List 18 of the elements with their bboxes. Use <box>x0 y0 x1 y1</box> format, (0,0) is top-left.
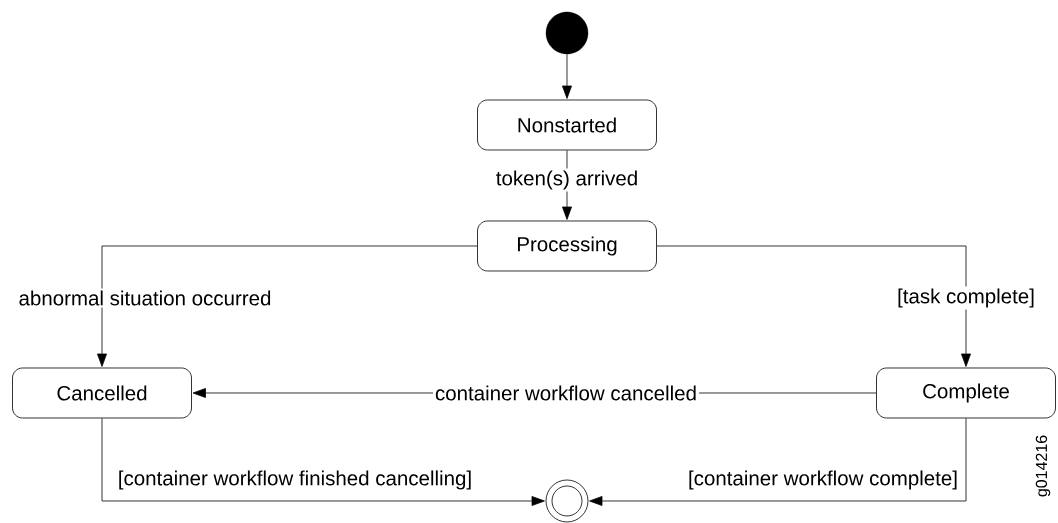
state-box: Cancelled <box>12 367 192 419</box>
final-state <box>545 479 589 523</box>
edge-label: [container workflow complete] <box>689 470 957 490</box>
edge-label: [task complete] <box>898 288 1034 308</box>
edge-label: abnormal situation occurred <box>19 290 271 306</box>
arrow <box>562 53 572 99</box>
state-box: Processing <box>477 220 657 272</box>
state-box: Nonstarted <box>477 99 657 151</box>
state-box: Complete <box>876 367 1056 419</box>
arrow <box>589 418 967 506</box>
edge-label: [container workflow finished cancelling] <box>119 470 471 490</box>
initial-state <box>545 11 589 55</box>
edge-label: container workflow cancelled <box>435 385 696 401</box>
figure-id: g014216 <box>1035 435 1051 497</box>
arrow <box>97 245 478 367</box>
edge-label: token(s) arrived <box>496 170 637 190</box>
arrow <box>656 245 971 367</box>
arrow <box>101 418 545 506</box>
